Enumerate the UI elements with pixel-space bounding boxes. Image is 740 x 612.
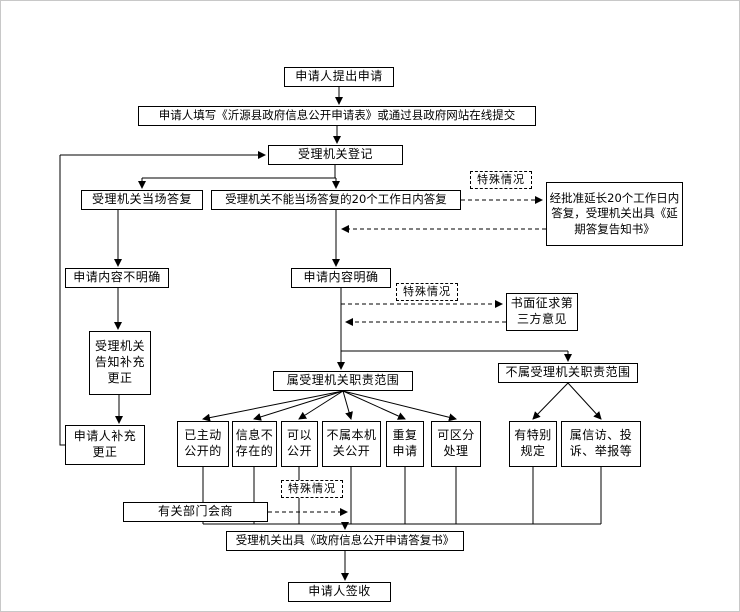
node-special-case-3: 特殊情况 [281, 480, 343, 498]
node-within-scope: 属受理机关职责范围 [273, 371, 413, 391]
node-fill-application-form: 申请人填写《沂源县政府信息公开申请表》或通过县政府网站在线提交 [138, 106, 536, 126]
node-third-party-opinion: 书面征求第三方意见 [506, 293, 578, 331]
node-already-proactively-disclosed: 已主动公开的 [177, 421, 229, 467]
node-petition-complaint-report: 属信访、投诉、举报等 [561, 421, 641, 467]
node-departments-consultation: 有关部门会商 [123, 502, 268, 522]
node-reply-within-20-days: 受理机关不能当场答复的20个工作日内答复 [211, 190, 461, 210]
node-organ-registration: 受理机关登记 [268, 145, 403, 165]
node-notify-supplement-correction: 受理机关告知补充更正 [89, 331, 151, 395]
node-information-nonexistent: 信息不存在的 [232, 421, 277, 467]
node-out-of-scope: 不属受理机关职责范围 [498, 363, 638, 383]
node-content-clear: 申请内容明确 [291, 268, 391, 288]
node-can-disclose: 可以公开 [281, 421, 318, 467]
node-special-case-2: 特殊情况 [396, 283, 458, 301]
node-onspot-reply: 受理机关当场答复 [81, 190, 203, 210]
node-issue-reply-document: 受理机关出具《政府信息公开申请答复书》 [226, 531, 464, 551]
node-not-this-organ-disclose: 不属本机关公开 [322, 421, 381, 467]
node-applicant-submit: 申请人提出申请 [284, 67, 394, 87]
node-applicant-supplement-correction: 申请人补充更正 [65, 425, 145, 465]
node-special-provisions: 有特别规定 [509, 421, 557, 467]
node-extend-20-days-notice: 经批准延长20个工作日内答复，受理机关出具《延期答复告知书》 [546, 182, 683, 246]
node-special-case-1: 特殊情况 [470, 171, 532, 189]
node-content-unclear: 申请内容不明确 [65, 268, 169, 288]
node-separable-handling: 可区分处理 [431, 421, 481, 467]
node-applicant-sign-receipt: 申请人签收 [288, 582, 391, 602]
node-repeated-application: 重复申请 [386, 421, 424, 467]
